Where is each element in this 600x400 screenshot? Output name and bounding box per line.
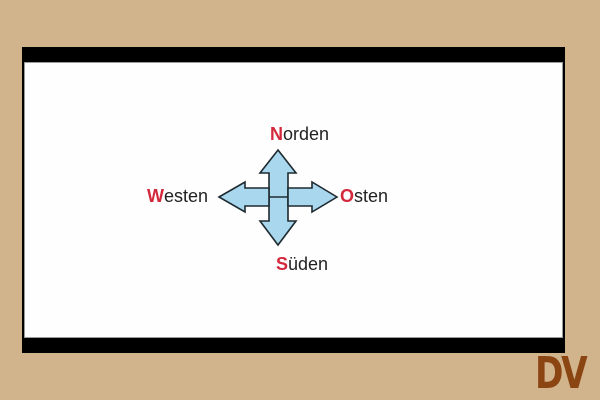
label-west: Westen [147, 186, 208, 206]
label-east-initial: O [340, 186, 355, 206]
label-south-rest: üden [288, 254, 329, 274]
label-west-initial: W [147, 186, 164, 206]
label-north-initial: N [270, 124, 283, 144]
label-east: Osten [340, 186, 388, 206]
label-west-rest: esten [164, 186, 209, 206]
label-north: Norden [270, 124, 329, 144]
label-south: Süden [276, 254, 328, 274]
dv-logo: DV [535, 348, 588, 399]
label-south-initial: S [276, 254, 289, 274]
label-north-rest: orden [283, 124, 330, 144]
label-east-rest: sten [354, 186, 389, 206]
arrow-west-east-icon [217, 180, 270, 214]
